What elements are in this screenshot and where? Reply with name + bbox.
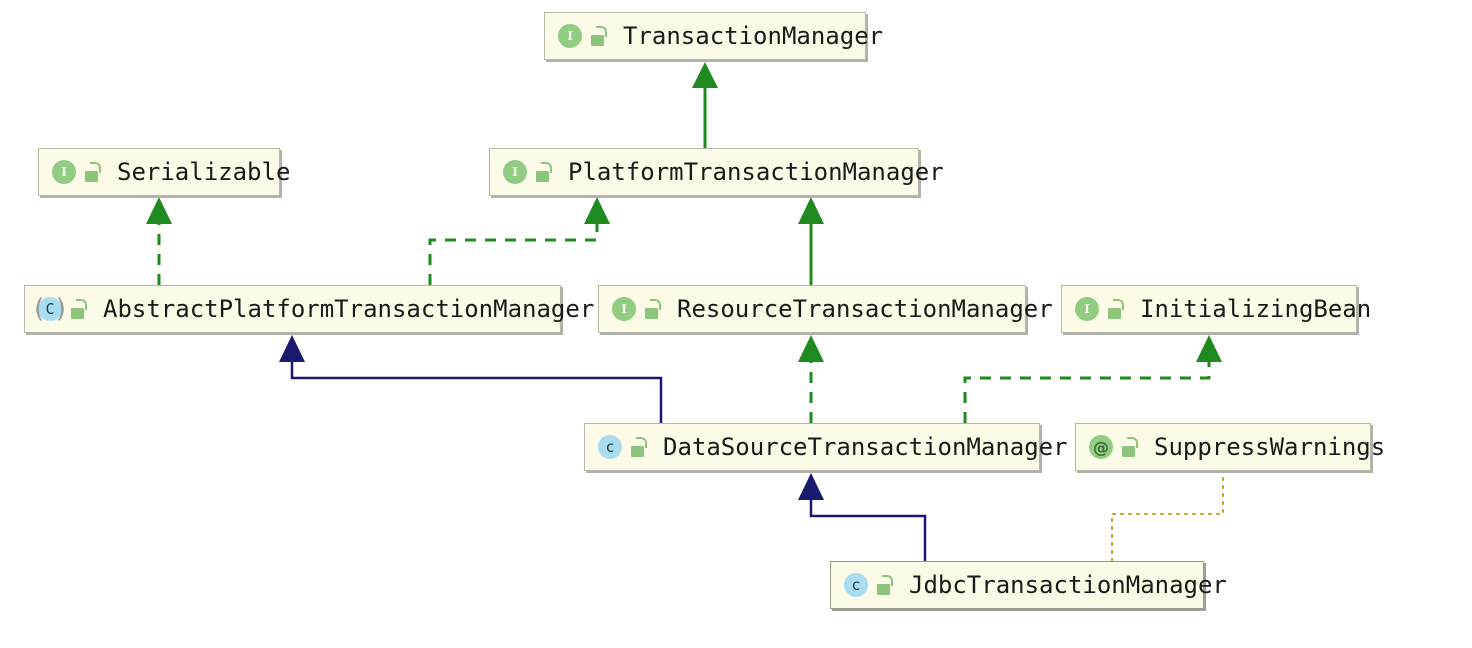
edge-dstm-to-initializing-bean — [963, 335, 1222, 423]
class-node-serializable[interactable]: I Serializable — [38, 148, 290, 196]
edge-jtm-to-dstm — [798, 473, 927, 561]
node-label: ResourceTransactionManager — [677, 295, 1053, 323]
unlocked-padlock-icon — [643, 298, 663, 320]
abstract-class-icon: ( C ) — [34, 294, 66, 324]
unlocked-padlock-icon — [534, 161, 554, 183]
edge-jtm-to-suppress-warnings — [1111, 470, 1224, 562]
unlocked-padlock-icon — [875, 574, 895, 596]
class-node-resource-transaction-manager[interactable]: I ResourceTransactionManager — [598, 285, 1053, 333]
class-icon: c — [841, 570, 871, 600]
unlocked-padlock-icon — [83, 161, 103, 183]
interface-icon: I — [49, 157, 79, 187]
edge-dstm-to-rtm — [798, 335, 824, 423]
edge-ptm-to-tm — [692, 62, 718, 148]
node-label: InitializingBean — [1140, 295, 1372, 323]
edge-aptm-to-ptm — [428, 197, 610, 285]
class-node-transaction-manager[interactable]: I TransactionManager — [544, 12, 883, 60]
class-node-abstract-platform-transaction-manager[interactable]: ( C ) AbstractPlatformTransactionManager — [24, 285, 594, 333]
abstract-paren-right: ) — [55, 294, 66, 324]
class-node-initializing-bean[interactable]: I InitializingBean — [1061, 285, 1371, 333]
unlocked-padlock-icon — [629, 436, 649, 458]
unlocked-padlock-icon — [1106, 298, 1126, 320]
class-icon: c — [595, 432, 625, 462]
edge-aptm-to-serializable — [146, 197, 172, 285]
unlocked-padlock-icon — [1120, 436, 1140, 458]
node-label: AbstractPlatformTransactionManager — [103, 295, 595, 323]
node-label: DataSourceTransactionManager — [663, 433, 1068, 461]
interface-icon: I — [500, 157, 530, 187]
unlocked-padlock-icon — [589, 25, 609, 47]
interface-icon: I — [1072, 294, 1102, 324]
abstract-paren-left: ( — [34, 294, 45, 324]
node-label: PlatformTransactionManager — [568, 158, 944, 186]
class-node-jdbc-transaction-manager[interactable]: c JdbcTransactionManager — [830, 561, 1227, 609]
edge-dstm-to-aptm — [279, 335, 663, 423]
edge-rtm-to-ptm — [798, 197, 824, 285]
node-label: JdbcTransactionManager — [909, 571, 1227, 599]
class-node-platform-transaction-manager[interactable]: I PlatformTransactionManager — [489, 148, 944, 196]
interface-icon: I — [555, 21, 585, 51]
class-node-suppress-warnings[interactable]: @ SuppressWarnings — [1075, 423, 1385, 471]
node-label: SuppressWarnings — [1154, 433, 1386, 461]
interface-icon: I — [609, 294, 639, 324]
node-label: Serializable — [117, 158, 291, 186]
node-label: TransactionManager — [623, 22, 884, 50]
unlocked-padlock-icon — [69, 298, 89, 320]
class-node-data-source-transaction-manager[interactable]: c DataSourceTransactionManager — [584, 423, 1068, 471]
annotation-icon: @ — [1086, 432, 1116, 462]
